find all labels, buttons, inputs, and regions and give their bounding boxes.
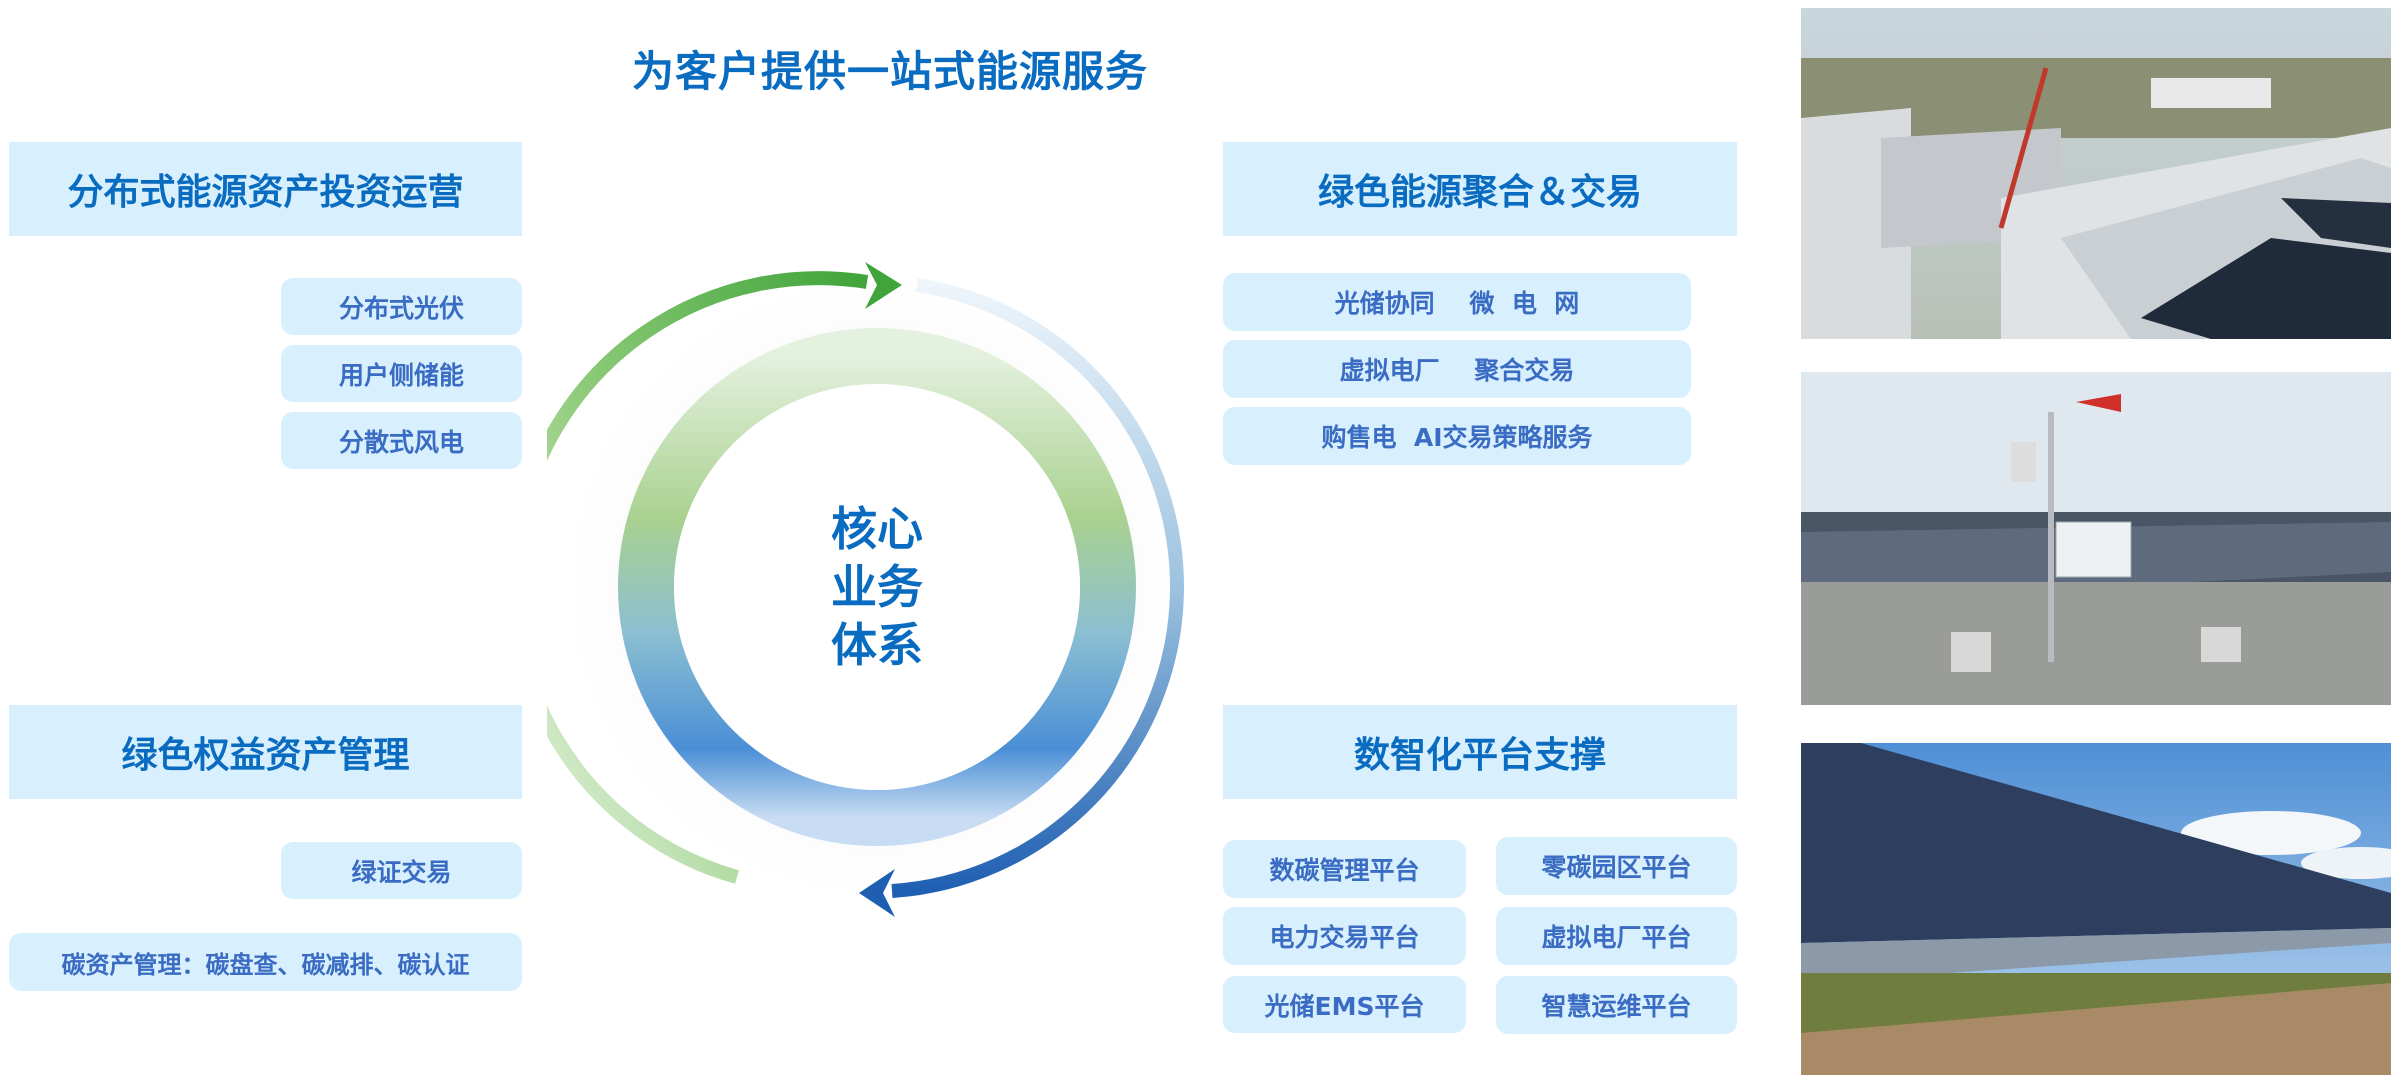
core-ring: [618, 328, 1136, 846]
photo-rooftop-solar-construction: [1801, 8, 2391, 339]
core-label-line2: 业务: [831, 560, 923, 614]
item-pv-storage-microgrid: 光储协同 微 电 网: [1223, 273, 1691, 331]
item-zero-carbon-park: 零碳园区平台: [1496, 837, 1737, 895]
item-carbon-platform: 数碳管理平台: [1223, 840, 1466, 898]
item-vpp-platform: 虚拟电厂平台: [1496, 907, 1737, 965]
section-header-green-rights: 绿色权益资产管理: [9, 705, 522, 799]
section-header-green-trading: 绿色能源聚合＆交易: [1223, 142, 1737, 236]
item-user-storage: 用户侧储能: [281, 345, 522, 402]
section-header-digital: 数智化平台支撑: [1223, 705, 1737, 799]
item-carbon-asset: 碳资产管理：碳盘查、碳减排、碳认证: [9, 933, 522, 991]
green-arrowhead-icon: [865, 262, 902, 309]
item-distributed-wind: 分散式风电: [281, 412, 522, 469]
item-smart-om-platform: 智慧运维平台: [1496, 976, 1737, 1034]
item-green-certificate: 绿证交易: [281, 842, 522, 899]
item-pv-ems-platform: 光储EMS平台: [1223, 976, 1466, 1033]
green-cycle-arrow: [547, 271, 869, 884]
item-power-sales-ai: 购售电 AI交易策略服务: [1223, 407, 1691, 465]
section-header-distributed: 分布式能源资产投资运营: [9, 142, 522, 236]
core-label-line3: 体系: [831, 618, 923, 672]
item-distributed-pv: 分布式光伏: [281, 278, 522, 335]
photo-ground-solar-array: [1801, 743, 2391, 1075]
photo-weather-station: [1801, 372, 2391, 705]
item-power-trading-platform: 电力交易平台: [1223, 907, 1466, 965]
core-business-label: 核心 业务 体系: [777, 500, 977, 674]
core-label-line1: 核心: [831, 502, 923, 556]
core-center: [674, 384, 1080, 790]
page-title: 为客户提供一站式能源服务: [631, 47, 1148, 96]
item-vpp-aggregation: 虚拟电厂 聚合交易: [1223, 340, 1691, 398]
core-cycle-diagram: [547, 257, 1207, 917]
blue-cycle-arrow: [891, 278, 1184, 898]
blue-arrowhead-icon: [859, 869, 895, 917]
